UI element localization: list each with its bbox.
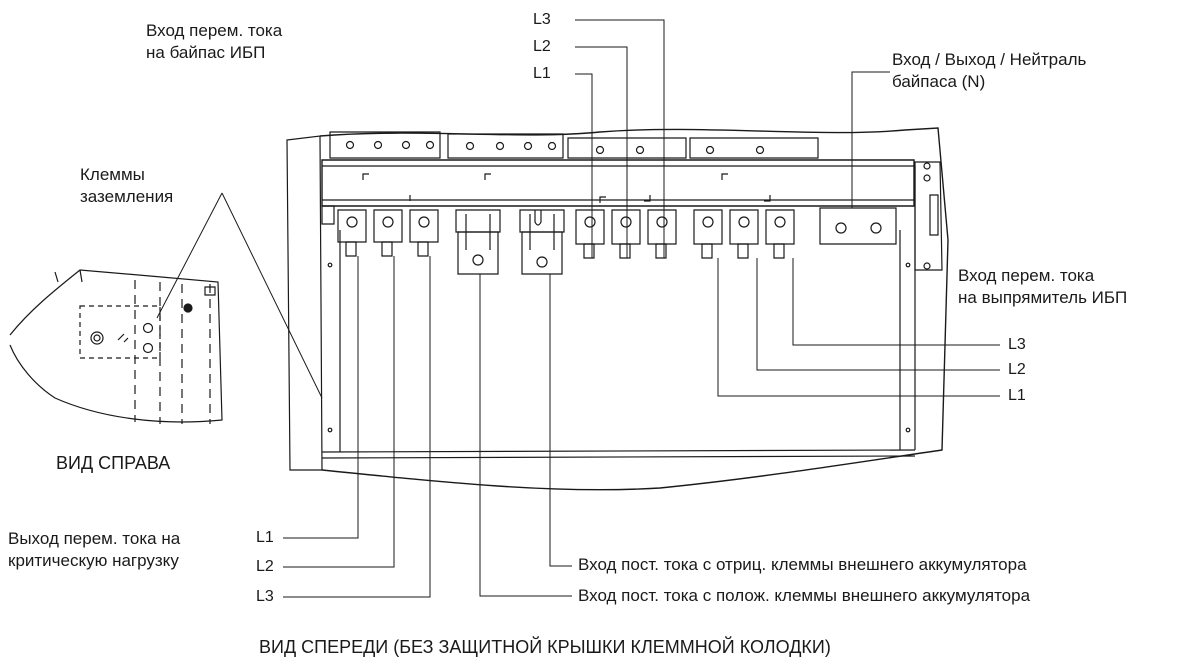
bypass-neutral-label: Вход / Выход / Нейтраль байпаса (N) xyxy=(892,50,1087,91)
phase-label-right-l3: L3 xyxy=(1008,336,1026,353)
rectifier-lugs xyxy=(694,210,794,258)
rectifier-input-label: Вход перем. тока на выпрямитель ИБП xyxy=(958,266,1128,307)
terminal-lugs xyxy=(338,208,896,274)
side-view-outline xyxy=(10,270,222,422)
battery-lugs xyxy=(456,210,564,274)
cabinet-left-panel xyxy=(287,136,322,470)
front-view-cabinet xyxy=(287,128,948,490)
phase-label-right-l2: L2 xyxy=(1008,361,1026,378)
phase-label-top-l1: L1 xyxy=(533,65,551,82)
ground-terminals-label: Клеммы заземления xyxy=(80,165,174,206)
critical-load-output-label: Выход перем. тока на критическую нагрузк… xyxy=(8,529,181,570)
side-view xyxy=(10,270,222,424)
cabinet-inner-bottom2 xyxy=(322,456,915,458)
main-busbar xyxy=(322,160,914,206)
battery-negative-label: Вход пост. тока с отриц. клеммы внешнего… xyxy=(578,555,1027,574)
battery-positive-label: Вход пост. тока с полож. клеммы внешнего… xyxy=(578,586,1031,605)
phase-label-right-l1: L1 xyxy=(1008,387,1026,404)
right-mount-plate xyxy=(915,162,942,270)
phase-label-top-l2: L2 xyxy=(533,38,551,55)
cabinet-outline xyxy=(320,128,948,490)
bypass-lugs xyxy=(576,210,676,258)
top-bracket-4 xyxy=(690,138,818,158)
neutral-busbar xyxy=(820,208,896,244)
top-bracket-2 xyxy=(448,134,563,158)
phase-label-bottom-l2: L2 xyxy=(256,558,274,575)
side-view-caption: ВИД СПРАВА xyxy=(56,453,171,473)
leader-lines xyxy=(157,20,1000,597)
bypass-input-label: Вход перем. тока на байпас ИБП xyxy=(146,21,283,62)
phase-label-bottom-l3: L3 xyxy=(256,588,274,605)
top-bracket-1 xyxy=(330,132,440,158)
front-view-caption: ВИД СПЕРЕДИ (БЕЗ ЗАЩИТНОЙ КРЫШКИ КЛЕММНО… xyxy=(259,637,831,657)
cabinet-inner-bottom xyxy=(322,450,915,452)
output-lugs xyxy=(338,210,438,256)
phase-label-bottom-l1: L1 xyxy=(256,529,274,546)
phase-label-top-l3: L3 xyxy=(533,11,551,28)
